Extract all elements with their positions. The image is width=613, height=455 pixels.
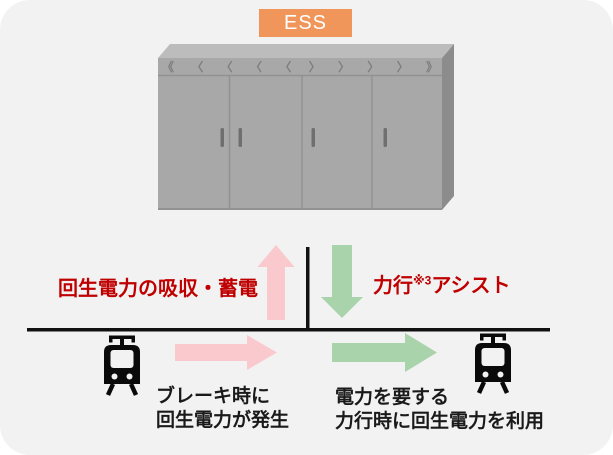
horizontal-trolley-line: [27, 328, 550, 332]
cabinet-door-handle: [383, 128, 387, 147]
train-icon-right: [475, 333, 511, 394]
label-powering-assist: 力行※3アシスト: [373, 269, 511, 298]
arrow-right-power-use: [332, 333, 437, 372]
cabinet-top-face: [158, 44, 454, 58]
train-icon-left: [104, 335, 140, 396]
label-assist-pre: 力行: [373, 275, 413, 297]
vertical-feeder-line: [306, 247, 310, 331]
vent-glyph: 〈: [191, 59, 204, 74]
ess-tag: ESS: [259, 9, 352, 37]
vent-glyph: 〉: [337, 59, 350, 74]
cabinet-door-handle: [311, 128, 315, 147]
caption-powering-line2: 力行時に回生電力を利用: [335, 411, 545, 432]
label-assist-post: アシスト: [431, 275, 511, 297]
arrow-down-assist: [321, 245, 363, 318]
label-regeneration-absorb: 回生電力の吸収・蓄電: [58, 272, 258, 301]
vent-glyph: 》: [425, 59, 438, 74]
vent-glyph: 〉: [308, 59, 321, 74]
caption-brake: ブレーキ時に 回生電力が発生: [156, 385, 289, 433]
vent-glyph: 《: [162, 59, 175, 74]
cabinet-vent-row: 《 〈 〈 〈 〈 〉 〉 〉 〉 》: [162, 58, 438, 75]
caption-powering-line1: 電力を要する: [335, 387, 450, 408]
vent-glyph: 〈: [249, 59, 262, 74]
ess-tag-label: ESS: [283, 11, 328, 34]
cabinet-side-face: [442, 44, 454, 210]
label-assist-footnote-marker: ※3: [413, 273, 432, 288]
caption-powering: 電力を要する 力行時に回生電力を利用: [335, 386, 544, 434]
label-regeneration-absorb-text: 回生電力の吸収・蓄電: [58, 278, 258, 300]
vent-glyph: 〉: [367, 59, 380, 74]
arrow-up-regeneration: [257, 245, 295, 320]
arrow-right-brake-power: [175, 335, 277, 370]
caption-brake-line2: 回生電力が発生: [156, 410, 290, 431]
caption-brake-line1: ブレーキ時に: [156, 386, 271, 407]
vent-glyph: 〉: [396, 59, 409, 74]
vent-glyph: 〈: [279, 59, 292, 74]
vent-glyph: 〈: [220, 59, 233, 74]
cabinet-front-face: [158, 58, 442, 210]
cabinet-door-handle: [220, 128, 224, 147]
ess-cabinet-illustration: [158, 44, 454, 210]
cabinet-door-handle: [238, 128, 242, 147]
